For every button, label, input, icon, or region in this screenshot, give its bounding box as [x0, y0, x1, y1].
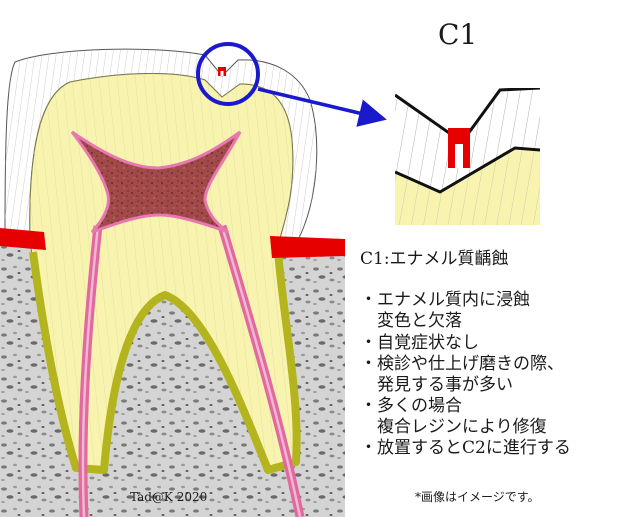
bullet-line: 発見する事が多い [360, 375, 513, 395]
inset-title: C1 [438, 18, 477, 51]
section-heading: C1:エナメル質齲蝕 [360, 249, 509, 269]
zoom-inset [395, 88, 540, 225]
bullet-line: 複合レジンにより修復 [360, 417, 547, 437]
cementum-outline [29, 251, 301, 474]
zoom-caries-lesion [448, 128, 470, 168]
bullet-line: ・自覚症状なし [360, 333, 479, 353]
bullet-line: ・検診や仕上げ磨きの際、 [360, 354, 564, 374]
highlight-circle [196, 42, 260, 106]
caries-lesion [218, 67, 226, 76]
gum-right [270, 236, 345, 258]
gum-left [0, 228, 46, 250]
bullet-list: ・エナメル質内に浸蝕 変色と欠落 ・自覚症状なし ・検診や仕上げ磨きの際、 発見… [360, 290, 571, 458]
root-canals [78, 224, 305, 517]
bullet-line: 変色と欠落 [360, 311, 462, 331]
bullet-line: ・放置するとC2に進行する [360, 438, 571, 458]
bullet-line: ・多くの場合 [360, 396, 462, 416]
pulp-chamber [70, 130, 242, 234]
bullet-line: ・エナメル質内に浸蝕 [360, 290, 530, 310]
credit-text: Tad@K 2020 [130, 490, 207, 504]
zoom-arrow [257, 87, 387, 127]
disclaimer-note: *画像はイメージです。 [415, 490, 540, 504]
